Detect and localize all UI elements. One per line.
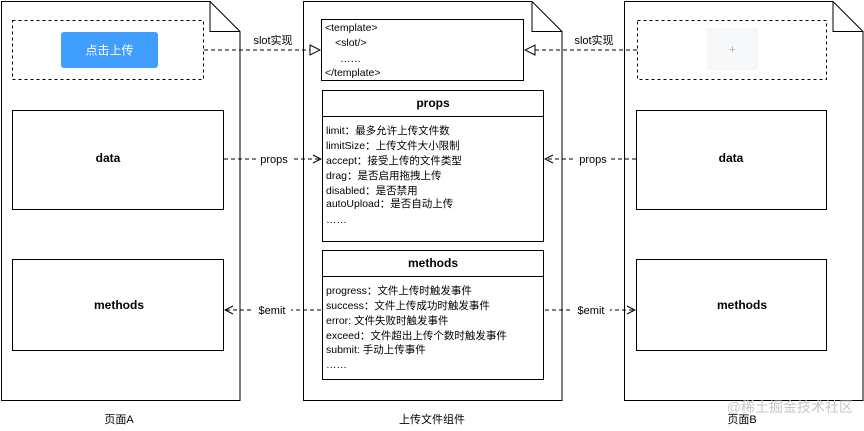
upload-plus-card[interactable]: + [707,28,758,70]
props-box [322,90,544,242]
emit-right-label-bg [572,303,610,317]
page-a-methods-label: methods [94,298,144,312]
page-b-methods-label: methods [717,298,767,312]
component-fold [531,1,562,32]
emit-left-label: $emit [259,305,286,317]
upload-button-bg[interactable] [61,32,158,68]
props-item: accept：接受上传的文件类型 [326,154,462,167]
template-close-tag: </template> [325,67,380,79]
slot-left-label: slot实现 [253,33,292,47]
template-slot-tag: <slot/> [335,37,367,49]
connectors: slot实现 slot实现 props props $emit $emit [204,33,637,317]
page-b-upload-area [637,20,827,80]
upload-button-label[interactable]: 点击上传 [85,43,133,58]
watermark: @稀土掘金技术社区 [727,399,853,415]
template-ellipsis: …… [340,53,361,65]
props-left-label: props [260,154,288,166]
template-box [321,19,524,81]
component-methods-list: progress：文件上传时触发事件 success：文件上传成功时触发事件 e… [326,284,507,371]
page-a-methods-box [12,259,224,351]
methods-item: error: 文件失败时触发事件 [326,314,449,327]
methods-item: submit: 手动上传事件 [326,343,426,356]
emit-left-label-bg [253,303,291,317]
page-b-data-label: data [719,151,744,165]
component-caption: 上传文件组件 [399,412,465,426]
page-b-caption: 页面B [727,414,756,426]
component-methods-box [322,250,544,380]
page-b-data-box [636,110,827,210]
props-item: drag：是否启用拖拽上传 [326,169,442,182]
props-right-label-bg [576,152,610,166]
methods-item: …… [326,359,347,371]
page-a-document: 点击上传 data methods 页面A [1,1,241,426]
props-right-label: props [579,154,607,166]
plus-icon[interactable]: + [729,44,735,56]
props-list: limit：最多允许上传文件数 limitSize：上传文件大小限制 accep… [326,124,462,226]
props-item: autoUpload：是否自动上传 [326,197,453,210]
page-a-data-label: data [96,151,121,165]
page-a-fold [209,1,240,32]
slot-right-label-bg [571,33,617,47]
methods-item: exceed：文件超出上传个数时触发事件 [326,329,507,342]
methods-item: progress：文件上传时触发事件 [326,284,472,297]
upload-component-document: <template> <slot/> …… </template> props … [303,1,563,426]
page-b-methods-box [636,259,827,351]
props-left-label-bg [257,152,291,166]
page-b-document: + data methods 页面B [624,1,864,426]
page-a-upload-area [12,20,204,80]
component-methods-title: methods [408,256,458,270]
page-b-fold [832,1,863,32]
page-a-data-box [12,110,224,210]
methods-item: success：文件上传成功时触发事件 [326,299,490,312]
props-item: …… [326,214,347,226]
template-open-tag: <template> [325,22,378,34]
slot-left-label-bg [250,33,296,47]
emit-right-label: $emit [578,305,605,317]
upload-button[interactable]: 点击上传 [61,32,158,68]
slot-right-label: slot实现 [574,33,613,47]
upload-plus-bg[interactable] [707,28,758,70]
props-item: limit：最多允许上传文件数 [326,124,450,137]
props-title: props [416,96,450,110]
props-item: limitSize：上传文件大小限制 [326,139,460,152]
props-item: disabled：是否禁用 [326,185,418,197]
page-a-caption: 页面A [104,414,134,426]
